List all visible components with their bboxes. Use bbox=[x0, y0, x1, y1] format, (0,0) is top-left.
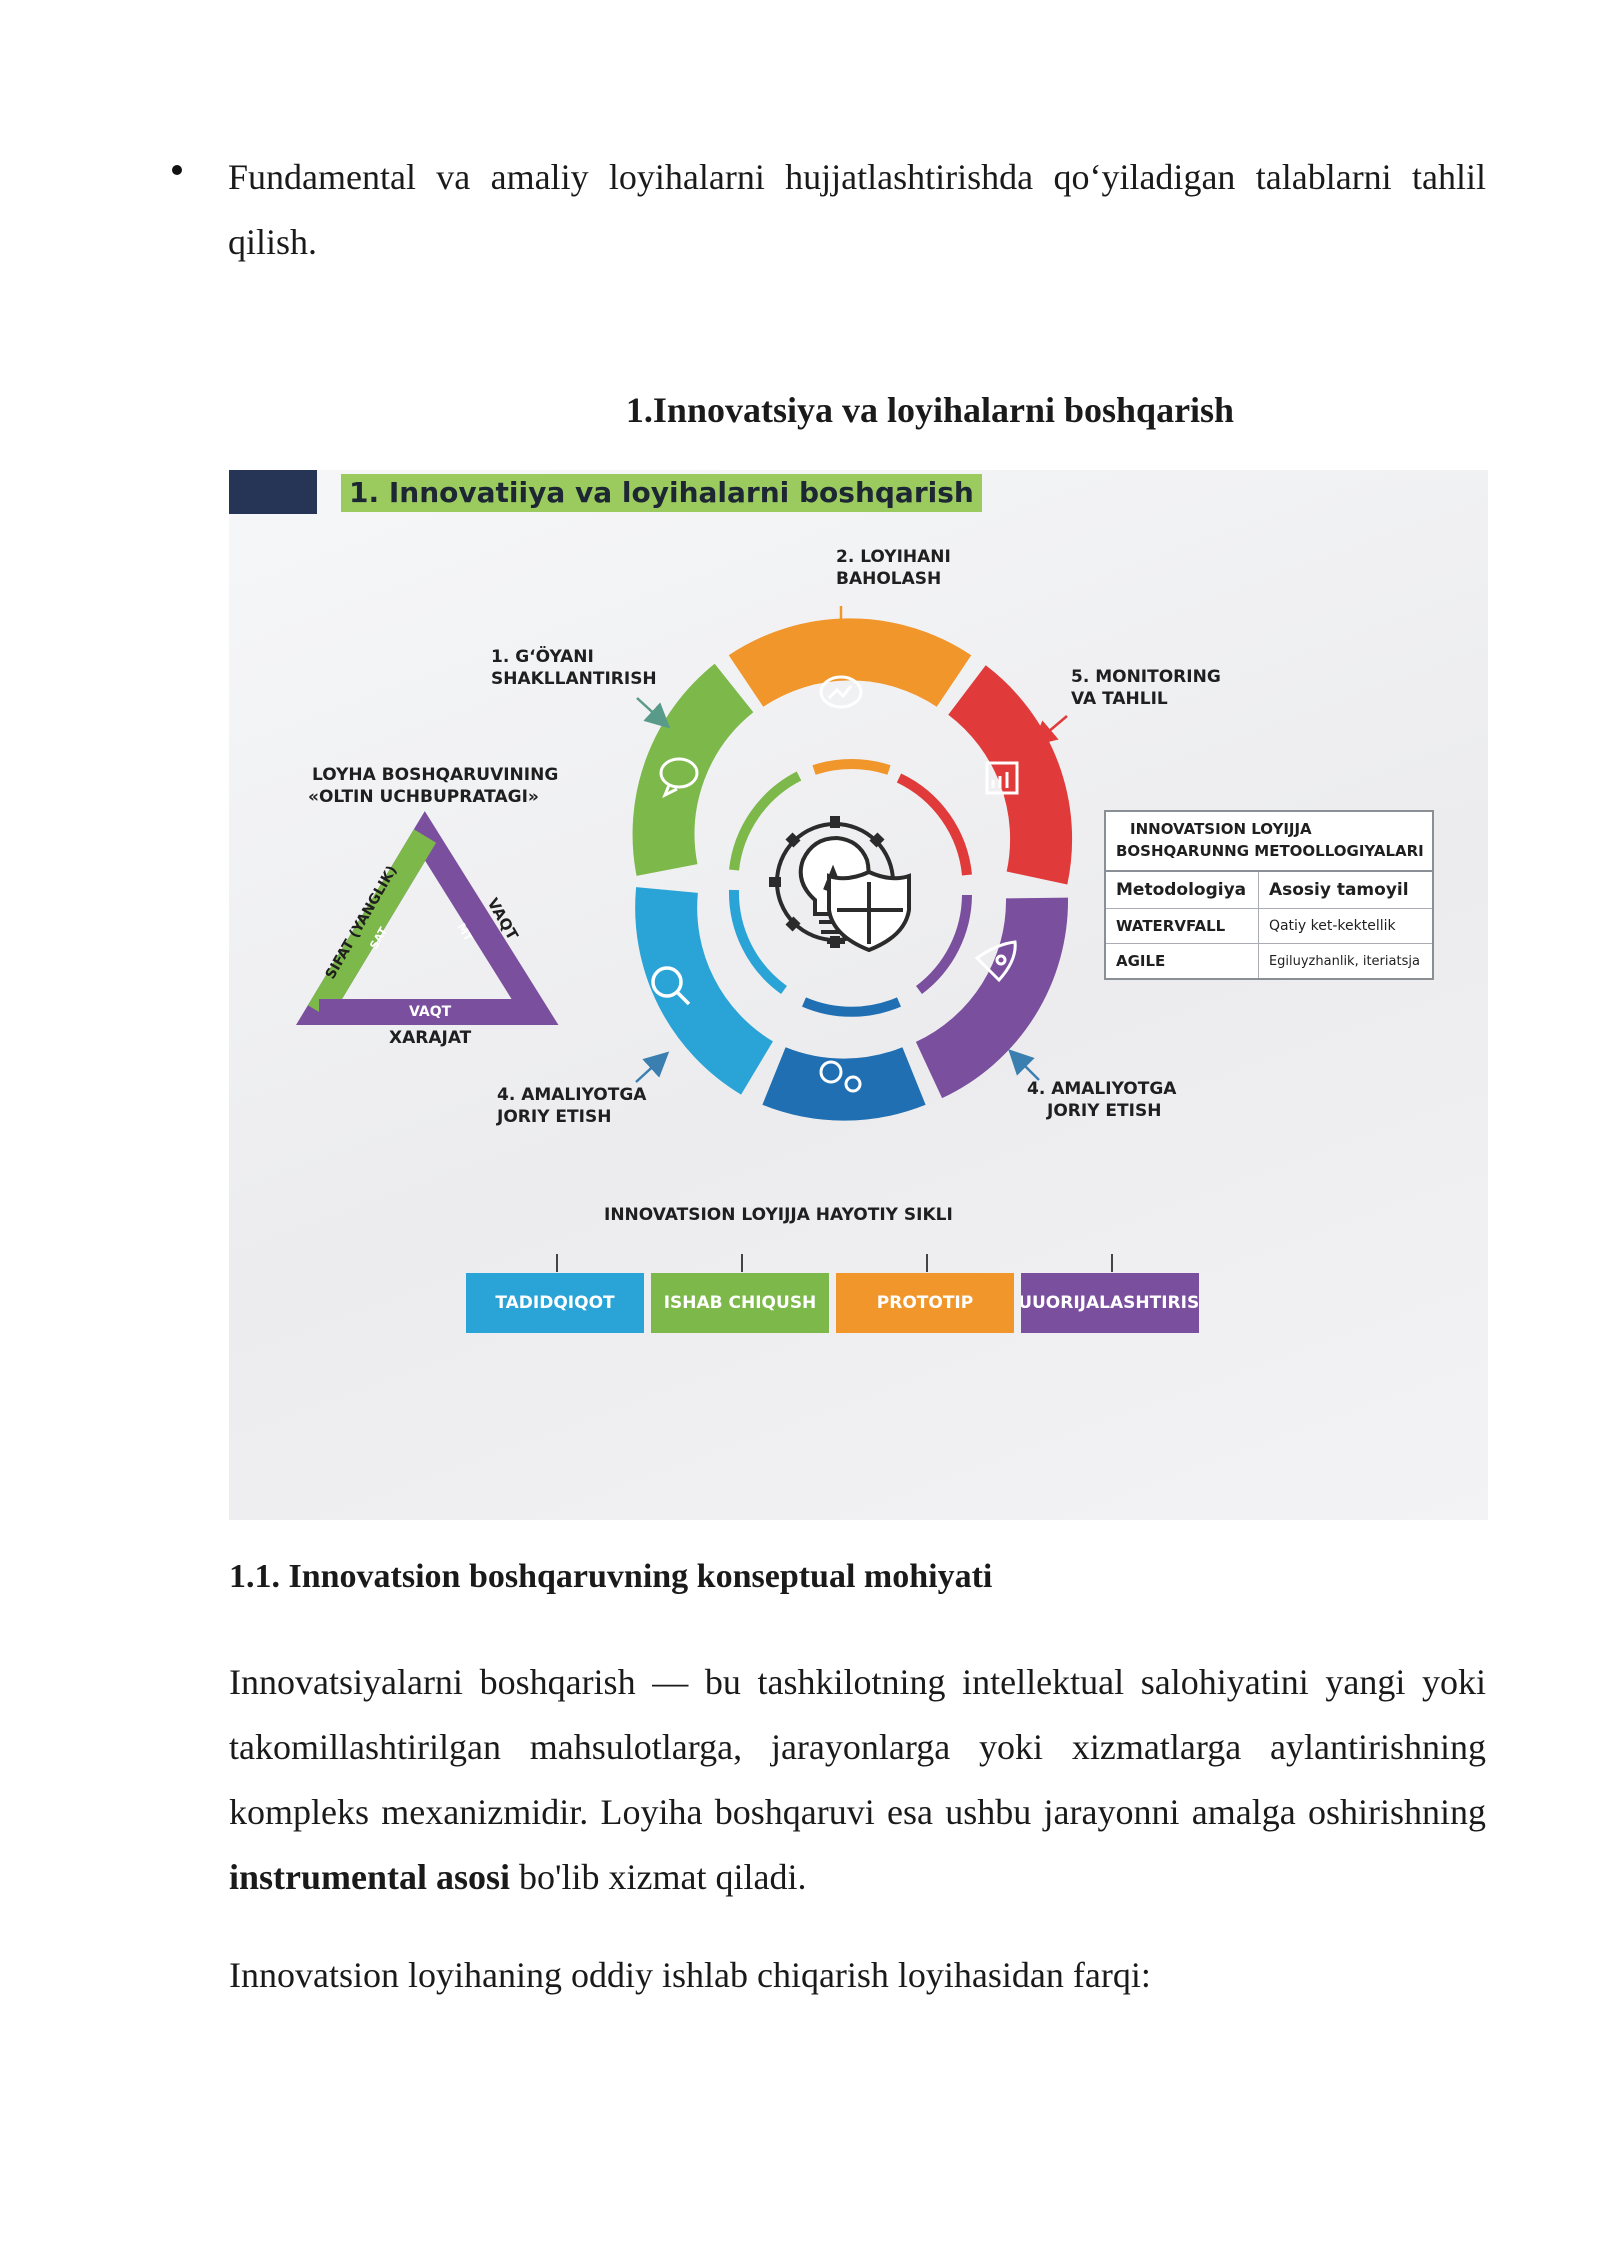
label-implement-left-1: 4. AMALIYOTGA bbox=[497, 1085, 647, 1105]
table-col-methodology: Metodologiya bbox=[1104, 870, 1259, 909]
label-idea-1: 1. G‘ÖYANI bbox=[491, 645, 594, 667]
section-title: 1.Innovatsiya va loyihalarni boshqarish bbox=[625, 390, 1235, 430]
label-implement-right-1: 4. AMALIYOTGA bbox=[1027, 1079, 1177, 1099]
figure-header-bar bbox=[229, 470, 317, 514]
cycle-arrows bbox=[635, 606, 1068, 1083]
table-col-principle: Asosiy tamoyil bbox=[1257, 870, 1434, 909]
label-evaluate-2: BAHOLASH bbox=[836, 569, 941, 589]
table-row: WATERVFALL Qatiy ket-kektellik bbox=[1104, 908, 1434, 944]
bullet-text: Fundamental va amaliy loyihalarni hujjat… bbox=[228, 157, 1486, 262]
table-cell-principle: Egiluyzhanlik, iteriatsja bbox=[1257, 943, 1434, 980]
triangle-title-2: «OLTIN UCHBUPRATAGI» bbox=[308, 787, 539, 807]
inner-ring bbox=[728, 759, 972, 1017]
stage-research: TADIDQIQOT bbox=[466, 1273, 644, 1333]
chart-icon bbox=[985, 761, 1019, 795]
figure-header-title: 1. Innovatiiya va loyihalarni boshqarish bbox=[341, 474, 982, 512]
paragraph-text: Innovatsiyalarni boshqarish — bu tashkil… bbox=[229, 1662, 1486, 1832]
stage-prototype: PROTOTIP bbox=[836, 1273, 1014, 1333]
bullet-item: Fundamental va amaliy loyihalarni hujjat… bbox=[172, 145, 1486, 275]
segment-purple bbox=[915, 897, 1069, 1099]
table-cell-name: AGILE bbox=[1104, 943, 1259, 980]
triangle-bottom-label: XARAJAT bbox=[389, 1028, 472, 1048]
triangle-title-1: LOYHA BOSHQARUVINING bbox=[312, 765, 558, 785]
methodologies-table: INNOVATSION LOYIJJA BOSHQARUNNG METOOLLO… bbox=[1104, 810, 1434, 980]
body-paragraph-2: Innovatsion loyihaning oddiy ishlab chiq… bbox=[229, 1955, 1151, 1995]
lightbulb-gear-shield-icon bbox=[769, 816, 911, 953]
label-monitoring-2: VA TAHLIL bbox=[1071, 689, 1168, 709]
label-monitoring-1: 5. MONITORING bbox=[1071, 667, 1221, 687]
table-cell-name: WATERVFALL bbox=[1104, 908, 1259, 944]
body-paragraph: Innovatsiyalarni boshqarish — bu tashkil… bbox=[229, 1650, 1486, 1910]
triangle-bottom-inner: VAQT bbox=[409, 1004, 452, 1020]
table-title-1: INNOVATSION LOYIJJA bbox=[1130, 820, 1312, 838]
segment-blue-light bbox=[635, 887, 774, 1095]
cycle-labels: 2. LOYIHANI BAHOLASH 1. G‘ÖYANI SHAKLLAN… bbox=[491, 547, 1221, 1127]
segment-red bbox=[947, 665, 1073, 885]
outer-ring bbox=[632, 618, 1073, 1121]
table-row: AGILE Egiluyzhanlik, iteriatsja bbox=[1104, 943, 1434, 980]
table-title-2: BOSHQARUNNG METOOLLOGIYALARI bbox=[1116, 842, 1424, 860]
speech-bubble-icon bbox=[659, 757, 699, 799]
gears-icon bbox=[819, 1060, 862, 1093]
subsection-heading: 1.1. Innovatsion boshqaruvning konseptua… bbox=[229, 1558, 993, 1595]
chat-growth-icon bbox=[819, 675, 863, 709]
segment-green bbox=[632, 663, 754, 876]
rocket-icon bbox=[974, 940, 1017, 983]
cycle-diagram: 2. LOYIHANI BAHOLASH 1. G‘ÖYANI SHAKLLAN… bbox=[295, 547, 1221, 1272]
table-cell-principle: Qatiy ket-kektellik bbox=[1257, 908, 1434, 944]
segment-blue-dark bbox=[762, 1046, 926, 1121]
stage-commercialization: TUUORIJALASHTIRISH bbox=[1021, 1273, 1199, 1333]
stage-production: ISHAB CHIQUSH bbox=[651, 1273, 829, 1333]
paragraph-text-end: bo'lib xizmat qiladi. bbox=[510, 1857, 807, 1897]
segment-orange bbox=[728, 618, 972, 708]
label-implement-right-2: JORIY ETISH bbox=[1046, 1101, 1161, 1121]
lifecycle-connectors bbox=[556, 1254, 1113, 1272]
bullet-dot bbox=[172, 165, 182, 175]
magnifier-icon bbox=[651, 966, 691, 1006]
label-idea-2: SHAKLLANTIRISH bbox=[491, 669, 657, 689]
lifecycle-title: INNOVATSION LOYIJJA HAYOTIY SIKLI bbox=[604, 1205, 953, 1225]
label-evaluate-1: 2. LOYIHANI bbox=[836, 547, 951, 567]
innovation-infographic: 1. Innovatiiya va loyihalarni boshqarish bbox=[229, 470, 1488, 1520]
paragraph-bold-term: instrumental asosi bbox=[229, 1857, 511, 1897]
label-implement-left-2: JORIY ETISH bbox=[496, 1107, 611, 1127]
golden-triangle: LOYHA BOSHQARUVINING «OLTIN UCHBUPRATAGI… bbox=[295, 765, 559, 1048]
